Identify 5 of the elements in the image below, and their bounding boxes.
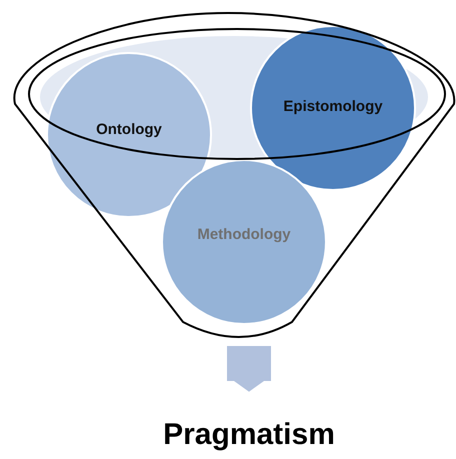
result-title: Pragmatism	[130, 412, 368, 458]
circle-label: Epistomology	[283, 98, 383, 114]
circle-label: Ontology	[96, 120, 162, 138]
block-arrow	[227, 346, 271, 392]
circle-label: Methodology	[197, 226, 291, 242]
